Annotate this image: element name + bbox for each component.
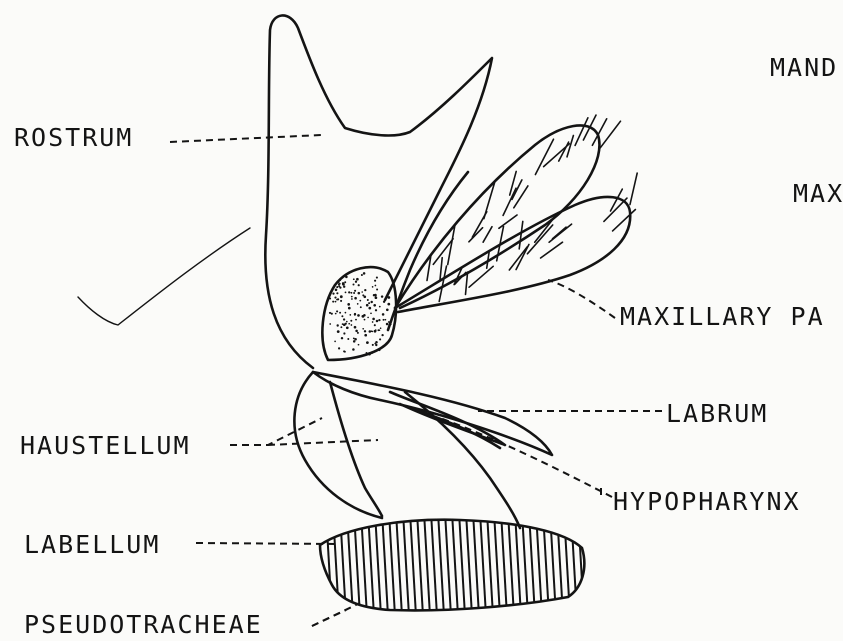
rostrum-outline bbox=[265, 15, 492, 368]
label-labrum: LABRUM bbox=[666, 401, 768, 426]
label-maxilla: MAX bbox=[793, 181, 843, 206]
maxilla-blob bbox=[322, 267, 396, 360]
label-maxillary-palp: MAXILLARY PA bbox=[620, 304, 825, 329]
stray-check-mark bbox=[78, 228, 250, 325]
leader-haustellum-a bbox=[230, 418, 322, 445]
leader-pseudotracheae-b bbox=[312, 610, 346, 626]
leader-maxillary-palp bbox=[548, 280, 615, 318]
leader-haustellum-b bbox=[268, 440, 378, 445]
hypopharynx-inner bbox=[410, 408, 500, 448]
label-labellum: LABELLUM bbox=[24, 532, 160, 557]
maxilla-stipple bbox=[329, 272, 392, 355]
palp-bristles bbox=[427, 115, 637, 301]
label-pseudotracheae: PSEUDOTRACHEAE bbox=[24, 612, 263, 637]
label-rostrum: ROSTRUM bbox=[14, 125, 133, 150]
leader-rostrum bbox=[170, 135, 322, 142]
leader-labellum bbox=[196, 543, 340, 544]
label-hypopharynx: HYPOPHARYNX bbox=[613, 489, 801, 514]
label-mandible: MAND bbox=[770, 55, 838, 80]
label-haustellum: HAUSTELLUM bbox=[20, 433, 191, 458]
